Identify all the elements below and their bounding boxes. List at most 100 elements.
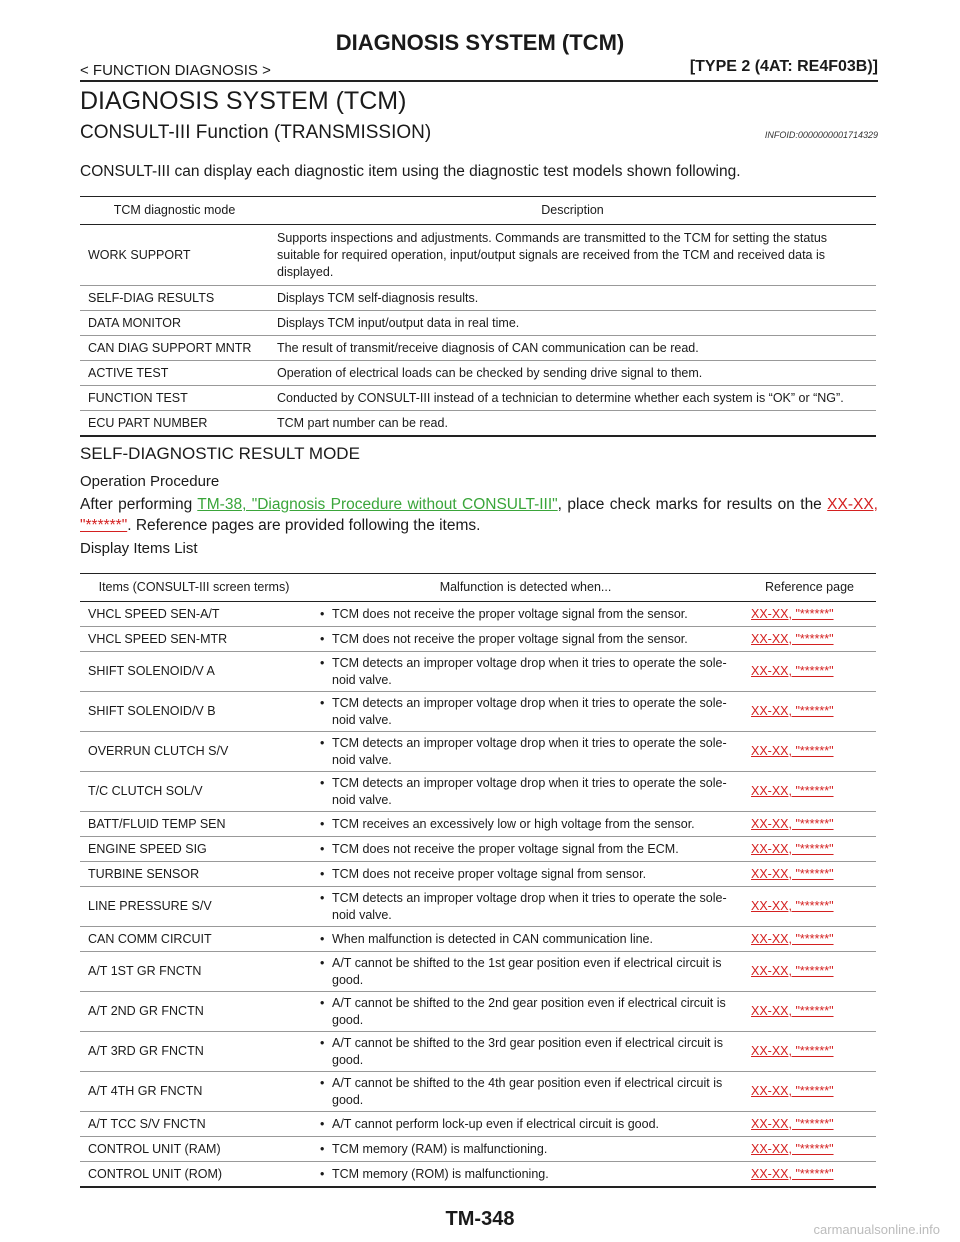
- reference-cell: XX-XX, "******": [743, 691, 876, 732]
- column-header-description: Description: [269, 196, 876, 225]
- reference-cell: XX-XX, "******": [743, 626, 876, 652]
- reference-link[interactable]: XX-XX, "******": [751, 606, 834, 621]
- item-cell: BATT/FLUID TEMP SEN: [80, 811, 308, 837]
- mode-cell: ECU PART NUMBER: [80, 410, 269, 436]
- reference-link[interactable]: XX-XX, "******": [751, 964, 834, 978]
- procedure-text-mid: , place check marks for results on the: [557, 496, 828, 513]
- condition-cell: A/T cannot be shifted to the 3rd gear po…: [308, 1031, 743, 1072]
- condition-cell: TCM detects an improper voltage drop whe…: [308, 771, 743, 812]
- description-cell: TCM part number can be read.: [269, 410, 876, 436]
- table-row: DATA MONITOR Displays TCM input/output d…: [80, 310, 876, 336]
- table-row: T/C CLUTCH SOL/VTCM detects an improper …: [80, 771, 876, 812]
- diagnosis-procedure-link[interactable]: TM-38, "Diagnosis Procedure without CONS…: [197, 496, 558, 513]
- item-cell: ENGINE SPEED SIG: [80, 836, 308, 862]
- condition-cell: TCM does not receive the proper voltage …: [308, 836, 743, 862]
- table-row: CONTROL UNIT (ROM) TCM memory (ROM) is ma…: [80, 1161, 876, 1187]
- description-cell: The result of transmit/receive diagnosis…: [269, 335, 876, 361]
- condition-bullet: TCM does not receive the proper voltage …: [316, 631, 735, 648]
- mode-cell: ACTIVE TEST: [80, 360, 269, 386]
- mode-heading: SELF-DIAGNOSTIC RESULT MODE: [80, 444, 360, 463]
- table-row: CONTROL UNIT (RAM)TCM memory (RAM) is ma…: [80, 1136, 876, 1162]
- description-cell: Supports inspections and adjustments. Co…: [269, 224, 876, 286]
- description-cell: Displays TCM input/output data in real t…: [269, 310, 876, 336]
- condition-bullet: A/T cannot be shifted to the 2nd gear po…: [316, 995, 735, 1029]
- condition-bullet: TCM does not receive the proper voltage …: [316, 606, 735, 623]
- item-cell: CONTROL UNIT (ROM): [80, 1161, 308, 1187]
- condition-cell: A/T cannot be shifted to the 1st gear po…: [308, 951, 743, 992]
- reference-cell: XX-XX, "******": [743, 1161, 876, 1187]
- condition-cell: TCM detects an improper voltage drop whe…: [308, 731, 743, 772]
- column-header-items: Items (CONSULT-III screen terms): [80, 573, 308, 602]
- transmission-type-label: [TYPE 2 (4AT: RE4F03B)]: [689, 58, 878, 75]
- reference-link[interactable]: XX-XX, "******": [80, 496, 878, 534]
- condition-cell: TCM detects an improper voltage drop whe…: [308, 651, 743, 692]
- reference-link[interactable]: XX-XX, "******": [751, 1004, 834, 1018]
- table-row: SELF-DIAG RESULTS Displays TCM self-diag…: [80, 285, 876, 311]
- reference-link[interactable]: XX-XX, "******": [751, 931, 834, 946]
- table-row: ENGINE SPEED SIGTCM does not receive the…: [80, 836, 876, 862]
- table-row: ACTIVE TEST Operation of electrical load…: [80, 360, 876, 386]
- mode-cell: FUNCTION TEST: [80, 385, 269, 411]
- intro-text: CONSULT-III can display each diagnostic …: [80, 163, 741, 180]
- reference-link[interactable]: XX-XX, "******": [751, 784, 834, 798]
- header-divider: [80, 80, 878, 82]
- watermark: carmanualsonline.info: [813, 1222, 940, 1237]
- column-header-reference: Reference page: [743, 573, 876, 602]
- condition-cell: A/T cannot be shifted to the 4th gear po…: [308, 1071, 743, 1112]
- condition-bullet: TCM detects an improper voltage drop whe…: [316, 775, 735, 809]
- table-row: BATT/FLUID TEMP SEN TCM receives an exces…: [80, 811, 876, 837]
- condition-bullet: A/T cannot be shifted to the 3rd gear po…: [316, 1035, 735, 1069]
- reference-cell: XX-XX, "******": [743, 886, 876, 927]
- reference-link[interactable]: XX-XX, "******": [751, 1116, 834, 1131]
- reference-link[interactable]: XX-XX, "******": [751, 1084, 834, 1098]
- table-row: CAN DIAG SUPPORT MNTR The result of tran…: [80, 335, 876, 361]
- condition-bullet: TCM memory (RAM) is malfunctioning.: [316, 1141, 735, 1158]
- item-cell: SHIFT SOLENOID/V B: [80, 691, 308, 732]
- condition-bullet: TCM does not receive proper voltage sign…: [316, 866, 735, 883]
- condition-cell: TCM detects an improper voltage drop whe…: [308, 886, 743, 927]
- mode-cell: CAN DIAG SUPPORT MNTR: [80, 335, 269, 361]
- item-cell: T/C CLUTCH SOL/V: [80, 771, 308, 812]
- reference-link[interactable]: XX-XX, "******": [751, 816, 834, 831]
- table-row: A/T 1ST GR FNCTNA/T cannot be shifted to…: [80, 951, 876, 992]
- condition-bullet: TCM detects an improper voltage drop whe…: [316, 655, 735, 689]
- column-header-malfunction: Malfunction is detected when...: [308, 573, 743, 602]
- table-row: OVERRUN CLUTCH S/VTCM detects an imprope…: [80, 731, 876, 772]
- reference-link[interactable]: XX-XX, "******": [751, 664, 834, 678]
- reference-link[interactable]: XX-XX, "******": [751, 631, 834, 646]
- table-row: SHIFT SOLENOID/V ATCM detects an imprope…: [80, 651, 876, 692]
- column-header-mode: TCM diagnostic mode: [80, 196, 269, 225]
- reference-link[interactable]: XX-XX, "******": [751, 704, 834, 718]
- reference-link[interactable]: XX-XX, "******": [751, 866, 834, 881]
- reference-cell: XX-XX, "******": [743, 771, 876, 812]
- table-row: VHCL SPEED SEN-A/TTCM does not receive t…: [80, 601, 876, 627]
- condition-cell: TCM memory (RAM) is malfunctioning.: [308, 1136, 743, 1162]
- procedure-text: After performing TM-38, "Diagnosis Proce…: [80, 494, 878, 536]
- reference-cell: XX-XX, "******": [743, 991, 876, 1032]
- reference-cell: XX-XX, "******": [743, 1031, 876, 1072]
- table-row: A/T 4TH GR FNCTNA/T cannot be shifted to…: [80, 1071, 876, 1112]
- breadcrumb: < FUNCTION DIAGNOSIS >: [80, 62, 271, 79]
- page-header-title: DIAGNOSIS SYSTEM (TCM): [335, 30, 625, 55]
- condition-bullet: When malfunction is detected in CAN comm…: [316, 931, 735, 948]
- condition-bullet: A/T cannot be shifted to the 1st gear po…: [316, 955, 735, 989]
- item-cell: A/T TCC S/V FNCTN: [80, 1111, 308, 1137]
- reference-link[interactable]: XX-XX, "******": [751, 1166, 834, 1181]
- condition-bullet: TCM memory (ROM) is malfunctioning.: [316, 1166, 735, 1183]
- reference-link[interactable]: XX-XX, "******": [751, 744, 834, 758]
- reference-link[interactable]: XX-XX, "******": [751, 1044, 834, 1058]
- mode-cell: WORK SUPPORT: [80, 224, 269, 286]
- condition-bullet: A/T cannot be shifted to the 4th gear po…: [316, 1075, 735, 1109]
- reference-cell: XX-XX, "******": [743, 951, 876, 992]
- reference-link[interactable]: XX-XX, "******": [751, 1141, 834, 1156]
- condition-bullet: TCM receives an excessively low or high …: [316, 816, 735, 833]
- item-cell: CAN COMM CIRCUIT: [80, 926, 308, 952]
- table-row: FUNCTION TEST Conducted by CONSULT-III i…: [80, 385, 876, 411]
- reference-link[interactable]: XX-XX, "******": [751, 841, 834, 856]
- reference-cell: XX-XX, "******": [743, 926, 876, 952]
- reference-link[interactable]: XX-XX, "******": [751, 899, 834, 913]
- item-cell: VHCL SPEED SEN-MTR: [80, 626, 308, 652]
- condition-cell: TCM receives an excessively low or high …: [308, 811, 743, 837]
- procedure-text-after: . Reference pages are provided following…: [127, 517, 481, 534]
- table-row: WORK SUPPORT Supports inspections and ad…: [80, 224, 876, 286]
